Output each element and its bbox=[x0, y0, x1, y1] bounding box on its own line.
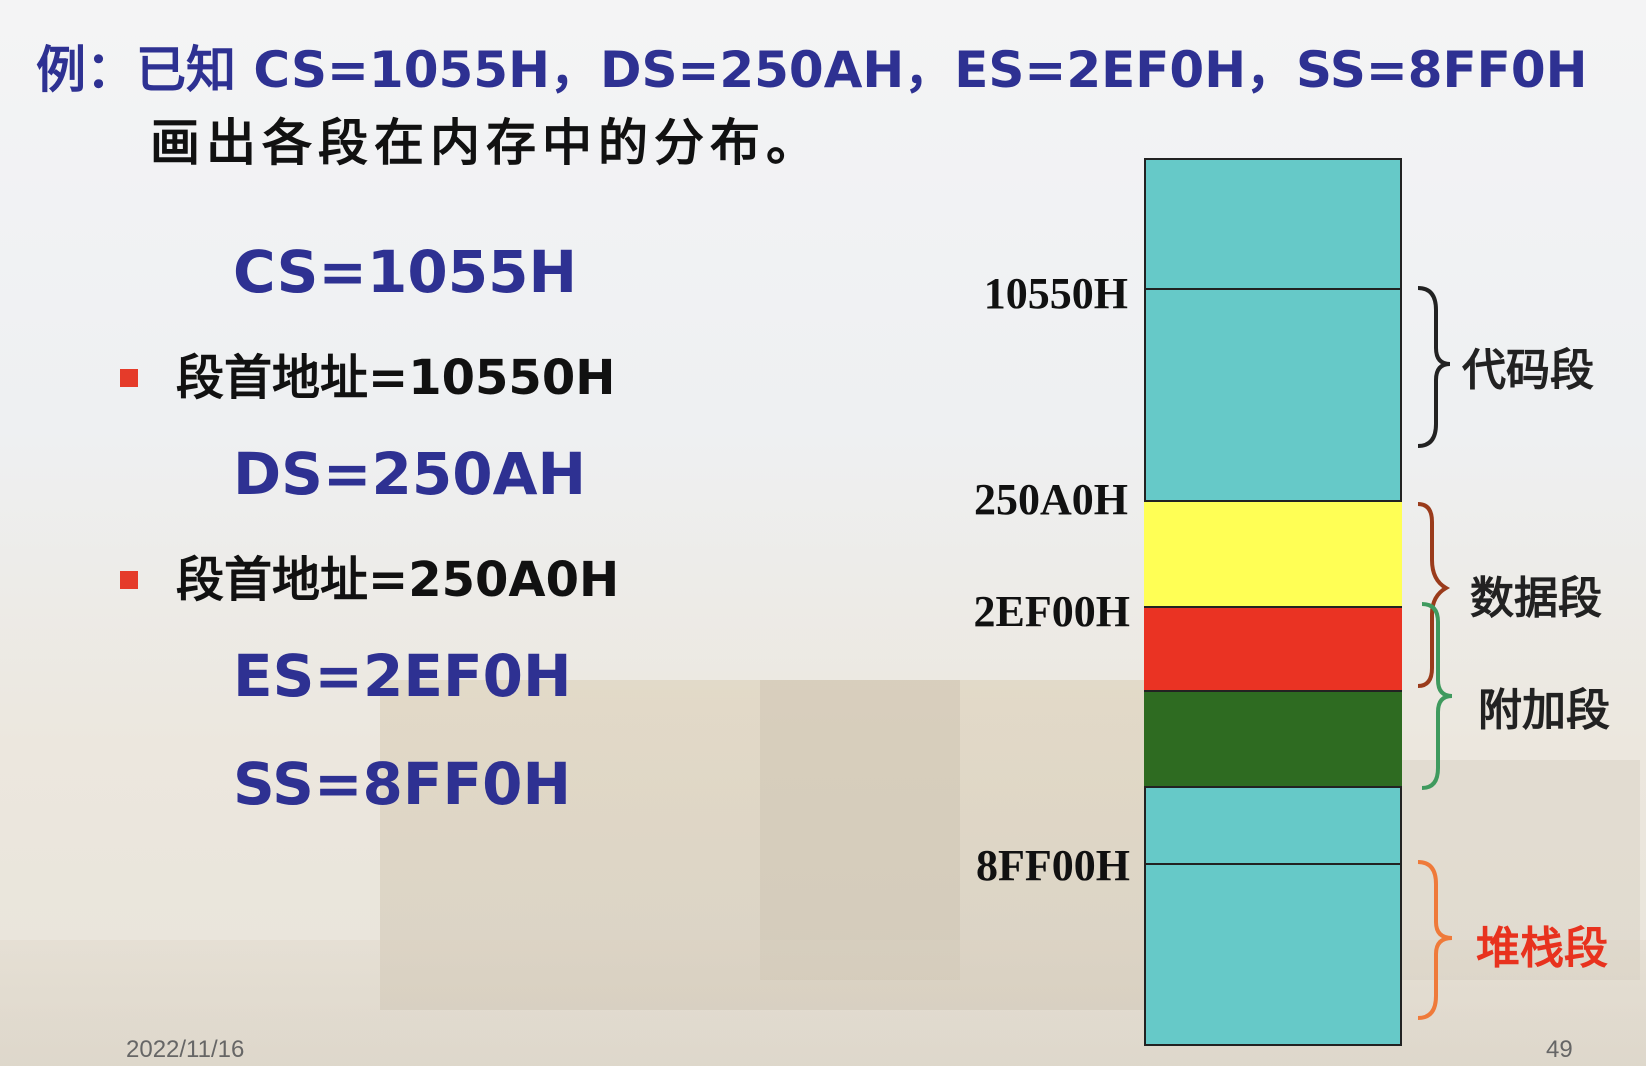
bullet-text: 段首地址=10550H bbox=[176, 350, 616, 406]
code-segment-start-line bbox=[1144, 288, 1402, 290]
slide-title: 例：已知 CS=1055H，DS=250AH，ES=2EF0H，SS=8FF0H bbox=[36, 41, 1588, 99]
bullet-item-cs-address: 段首地址=10550H bbox=[120, 338, 615, 408]
memory-column bbox=[1144, 158, 1402, 1046]
bullet-square-icon bbox=[120, 571, 138, 589]
extra-segment-block bbox=[1144, 690, 1402, 788]
stack-segment-brace bbox=[1417, 860, 1453, 1020]
footer-date: 2022/11/16 bbox=[126, 1036, 245, 1063]
ds-register: DS=250AH bbox=[233, 440, 587, 508]
address-label-extra: 2EF00H bbox=[973, 587, 1130, 636]
data-segment-brace bbox=[1417, 502, 1451, 688]
address-label-stack: 8FF00H bbox=[976, 841, 1130, 890]
background-building-right bbox=[1380, 760, 1640, 980]
background-building-center bbox=[760, 680, 960, 980]
segment-label-data: 数据段 bbox=[1470, 573, 1602, 624]
bullet-item-ds-address: 段首地址=250A0H bbox=[120, 540, 619, 610]
code-segment-brace bbox=[1417, 286, 1451, 448]
page-number: 49 bbox=[1546, 1036, 1573, 1063]
cs-register: CS=1055H bbox=[233, 238, 577, 306]
extra-segment-overlap-block bbox=[1144, 606, 1402, 690]
bullet-square-icon bbox=[120, 369, 138, 387]
slide-subtitle: 画出各段在内存中的分布。 bbox=[150, 113, 822, 172]
extra-segment-brace bbox=[1421, 602, 1453, 790]
address-label-code: 10550H bbox=[983, 269, 1128, 318]
segment-label-code: 代码段 bbox=[1462, 345, 1594, 396]
ss-register: SS=8FF0H bbox=[233, 750, 572, 818]
bullet-text: 段首地址=250A0H bbox=[176, 552, 620, 608]
es-register: ES=2EF0H bbox=[233, 642, 572, 710]
data-segment-block bbox=[1144, 500, 1402, 606]
segment-label-stack: 堆栈段 bbox=[1476, 923, 1608, 974]
address-label-data: 250A0H bbox=[974, 475, 1128, 524]
segment-label-extra: 附加段 bbox=[1478, 685, 1610, 736]
stack-segment-start-line bbox=[1144, 863, 1402, 865]
